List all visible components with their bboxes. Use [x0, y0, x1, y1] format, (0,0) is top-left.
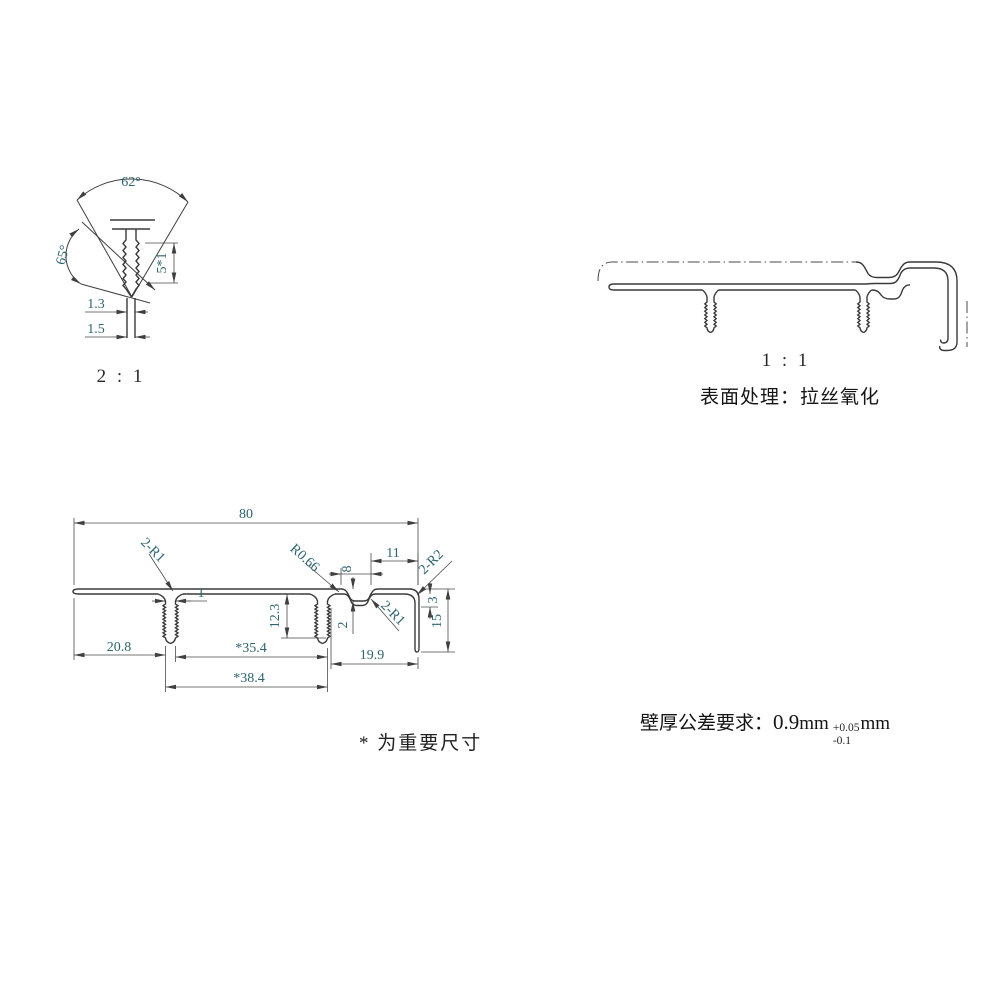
- boss-left: [157, 593, 184, 645]
- tolerance-minus: -0.1: [832, 735, 852, 748]
- dim-19-9-ext: [330, 608, 419, 669]
- screw-boss-left: [702, 289, 719, 334]
- leader-2r1-recess: 2-R1: [377, 598, 407, 628]
- important-dimension-note: * 为重要尺寸: [359, 733, 483, 754]
- leader-2r1-left: 2-R1: [137, 535, 167, 565]
- dim-11: 11: [386, 546, 399, 561]
- screw-boss-right: [855, 289, 872, 334]
- leader-r066-line: [304, 562, 340, 593]
- leader-2r2: 2-R2: [416, 547, 446, 577]
- angle-62-label: 62°: [121, 175, 141, 190]
- tolerance-stack: +0.05-0.1: [833, 722, 860, 748]
- dimension-view: 80 2-R1 1 R0.66 8 11 2-R2 2 2-R1: [72, 507, 455, 692]
- tolerance-value: 0.9: [773, 710, 800, 734]
- dim-1: 1: [198, 586, 205, 601]
- angle-line-1: [81, 221, 156, 291]
- angle-line-2: [80, 283, 151, 304]
- surface-treatment-note: 表面处理：拉丝氧化: [700, 386, 880, 408]
- dim-1-5: 1.5: [87, 322, 105, 337]
- dim-80: 80: [239, 507, 253, 522]
- outer-contour: [855, 261, 958, 352]
- leader-2r1-recess-line: [370, 598, 400, 632]
- dim-19-9: 19.9: [360, 648, 385, 663]
- dim-8: 8: [340, 566, 355, 573]
- phantom-line: [597, 261, 856, 282]
- profile-scale-label: 1 : 1: [762, 350, 811, 371]
- dim-8-ext: [340, 553, 372, 585]
- detail-scale-label: 2 : 1: [97, 366, 146, 387]
- tolerance-label: 壁厚公差要求：: [640, 713, 774, 734]
- boss-right: [309, 593, 336, 645]
- leader-r066: R0.66: [287, 542, 322, 576]
- angle-arc-65: [65, 228, 82, 285]
- wedge-right-edge: [131, 201, 189, 298]
- dim-2: 2: [336, 622, 351, 629]
- tolerance-unit: mm: [799, 713, 829, 734]
- bar-bottom-line: [614, 284, 911, 300]
- leader-2r1-left-line: [148, 553, 174, 592]
- thread-right: [130, 229, 140, 298]
- dim-20-8-ext: [73, 598, 166, 692]
- dim-5x1: 5*1: [155, 253, 170, 274]
- tolerance-unit-2: mm: [860, 713, 891, 734]
- bar-top-and-inner-contour: [608, 267, 949, 344]
- dim-15: 15: [430, 614, 445, 628]
- dim-3: 3: [426, 597, 441, 604]
- profile-view: 1 : 1 表面处理：拉丝氧化: [597, 261, 968, 408]
- dim-80-ext: [73, 518, 419, 585]
- dim-20-8: 20.8: [107, 640, 132, 655]
- dim-12-3-ext: [281, 593, 326, 639]
- dim-35-4: *35.4: [235, 641, 267, 656]
- angle-arc-62: [76, 178, 189, 203]
- dim-1-3: 1.3: [87, 297, 105, 312]
- neck-walls: [126, 298, 136, 338]
- dim-12-3: 12.3: [268, 604, 283, 629]
- detail-view: 5*1 1.3 1.5 62° 65° 2 : 1: [54, 175, 189, 387]
- thread-left: [122, 229, 133, 298]
- dim-35-4-ext: [175, 646, 328, 692]
- dim-38-4: *38.4: [233, 671, 265, 686]
- angle-65-label: 65°: [54, 244, 74, 267]
- tolerance-plus: +0.05: [832, 722, 860, 734]
- wedge-left-edge: [76, 199, 133, 298]
